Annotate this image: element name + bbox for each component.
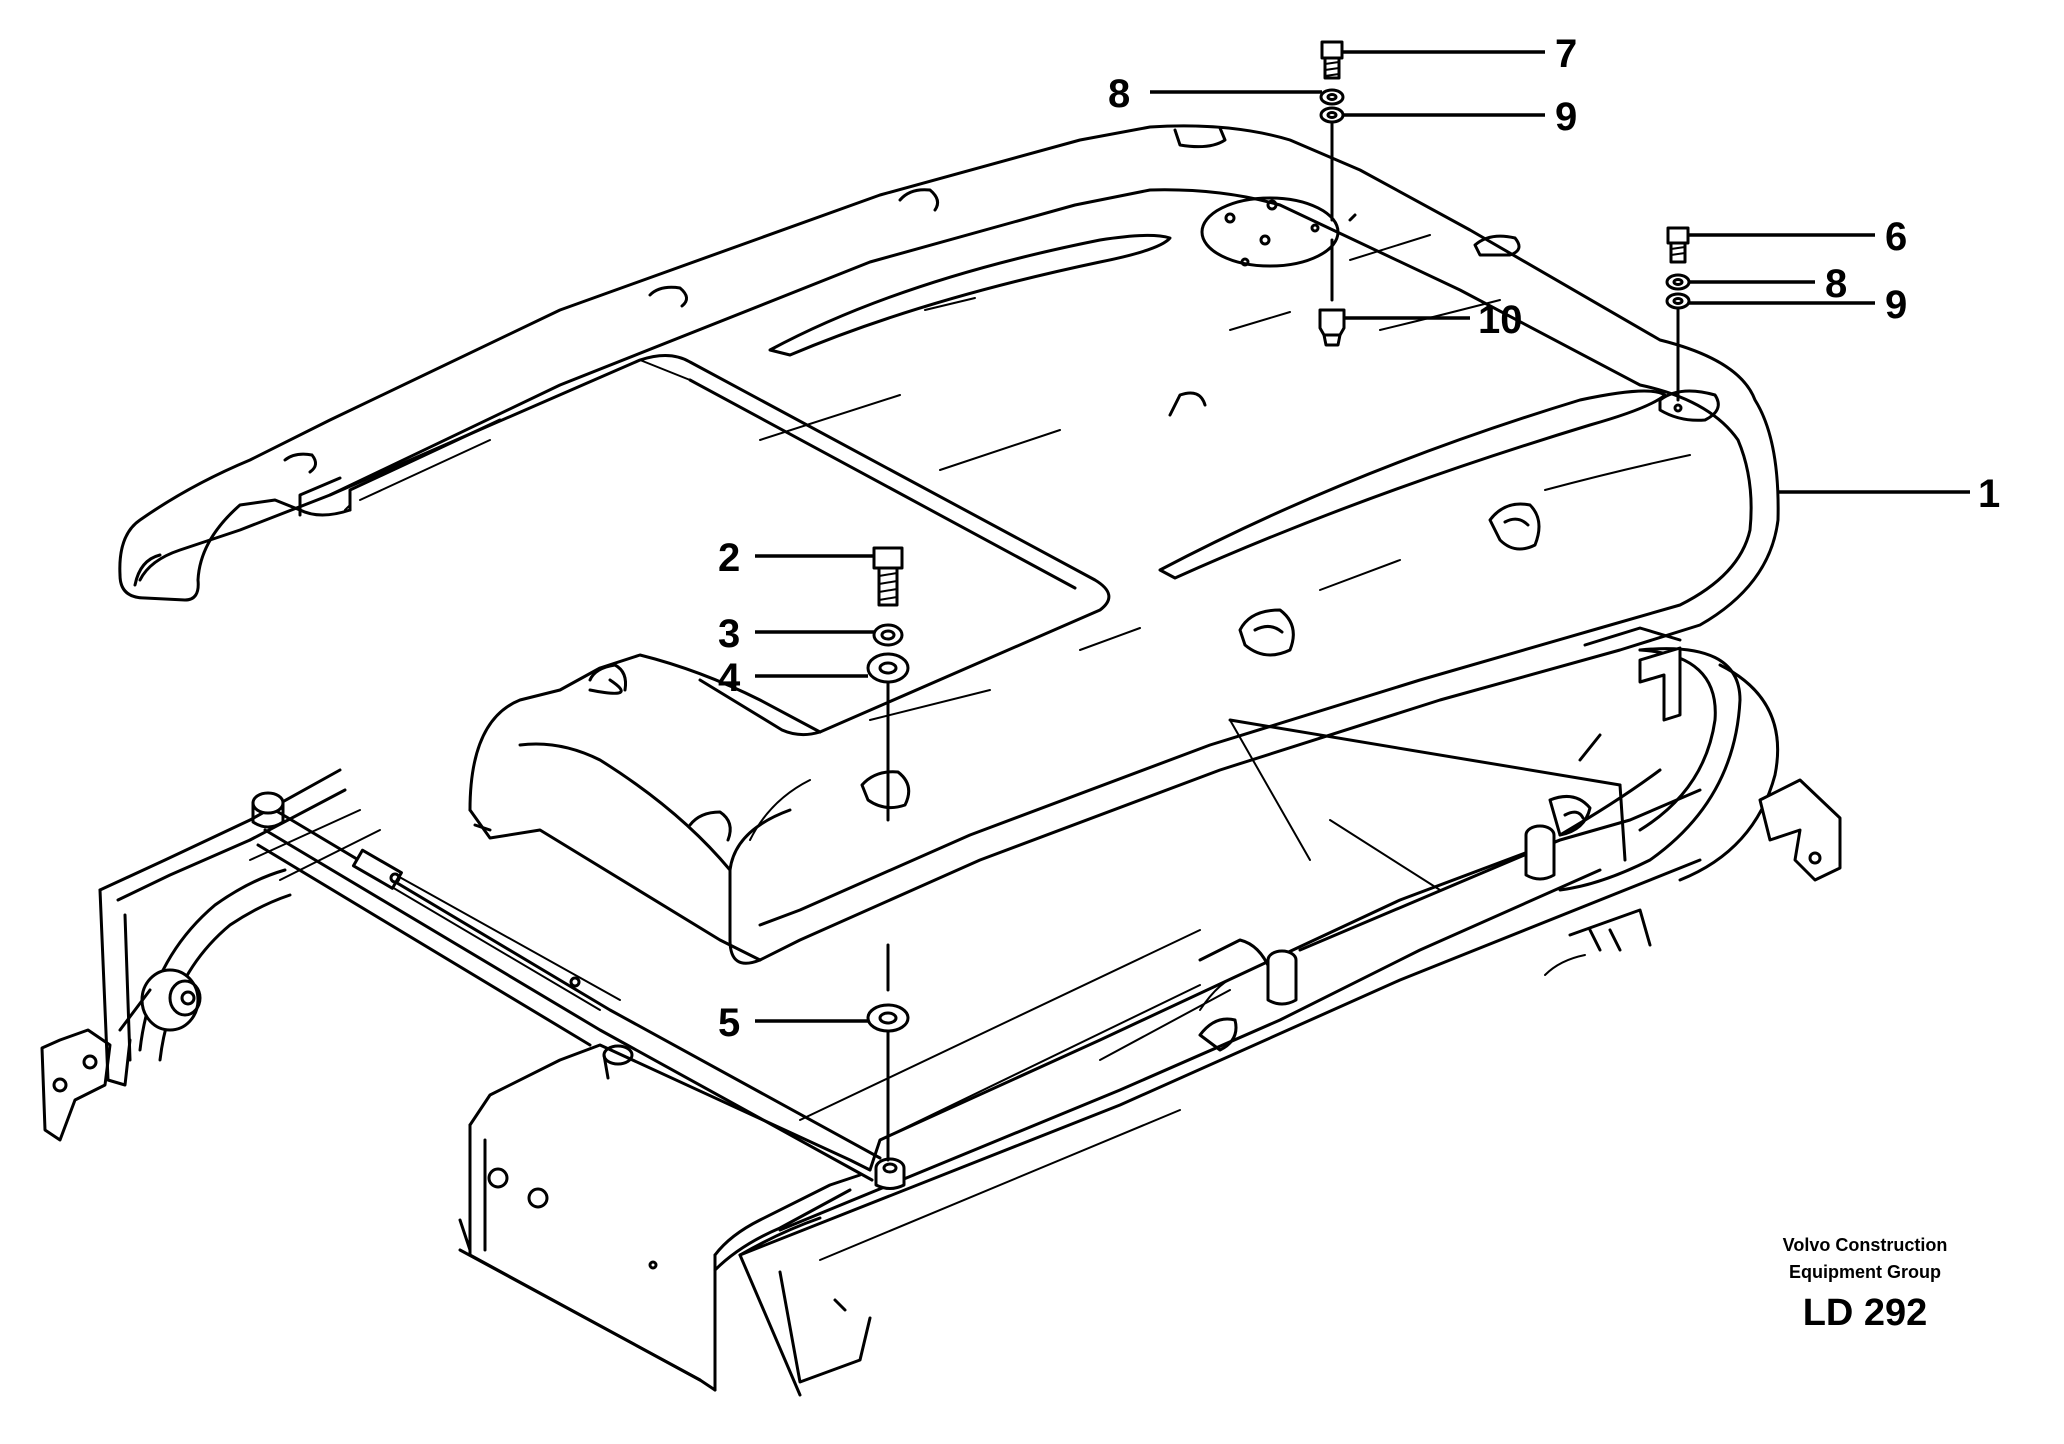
credit-line-2: Equipment Group xyxy=(1789,1262,1941,1282)
roof-panel xyxy=(118,124,1780,965)
fasteners xyxy=(866,40,1691,1162)
callout-8-right: 8 xyxy=(1825,262,1847,306)
callout-4: 4 xyxy=(718,656,741,700)
callout-7: 7 xyxy=(1555,32,1577,76)
callout-1: 1 xyxy=(1978,472,2000,516)
bolt-7-head xyxy=(1320,40,1344,60)
publisher-credit: Volvo Construction Equipment Group LD 29… xyxy=(1700,1232,2030,1336)
machine-frame xyxy=(40,626,1842,1397)
callout-9-right: 9 xyxy=(1885,283,1907,327)
callout-3: 3 xyxy=(718,612,740,656)
callout-9-top: 9 xyxy=(1555,95,1577,139)
callout-10: 10 xyxy=(1478,298,1523,342)
drawing-code: LD 292 xyxy=(1802,1292,1928,1334)
callout-8-top: 8 xyxy=(1108,72,1130,116)
callout-2: 2 xyxy=(718,536,740,580)
leader-lines xyxy=(755,50,1970,1023)
callout-5: 5 xyxy=(718,1001,740,1045)
callout-6: 6 xyxy=(1885,215,1907,259)
credit-line-1: Volvo Construction xyxy=(1782,1235,1948,1255)
callout-labels: 7 8 9 10 6 8 9 1 2 3 4 5 xyxy=(718,32,2000,1045)
